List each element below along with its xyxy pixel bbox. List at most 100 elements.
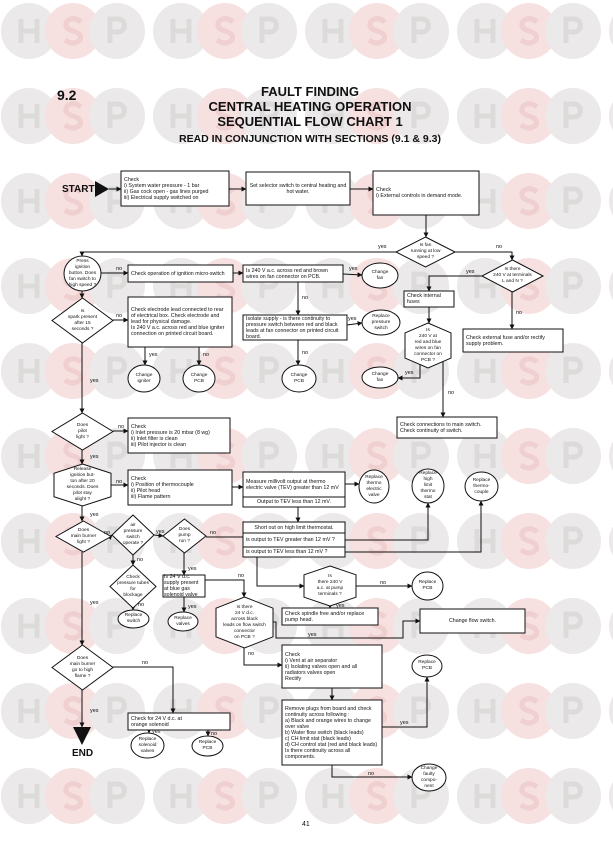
pilot-light-decision-shape xyxy=(51,412,114,451)
watermark-logo xyxy=(349,428,405,484)
branch-label-no: no xyxy=(380,580,387,586)
branch-label-no: no xyxy=(142,660,149,666)
watermark-logo xyxy=(153,3,209,59)
watermark-logo xyxy=(305,3,361,59)
branch-label-no: no xyxy=(118,424,125,430)
change-pcb-node: Change PCB xyxy=(290,372,308,384)
watermark-logo xyxy=(305,768,361,824)
branch-label-yes: yes xyxy=(336,603,345,609)
watermark-logo xyxy=(45,683,101,739)
watermark-logo xyxy=(501,513,557,569)
watermark-logo xyxy=(1,428,57,484)
branch-label-no: no xyxy=(116,266,123,272)
watermark-logo xyxy=(45,768,101,824)
replace-thermocouple-node: Replace thermo- couple xyxy=(472,477,491,495)
main-burner-decision-shape xyxy=(54,520,113,553)
watermark-logo xyxy=(1,683,57,739)
change-pcb-node-shape xyxy=(182,364,216,393)
branch-label-yes: yes xyxy=(188,566,197,572)
watermark-logo xyxy=(89,88,145,144)
replace-tev-node-shape xyxy=(358,469,390,504)
watermark-logo xyxy=(501,173,557,229)
replace-solenoid-valves-node-shape xyxy=(130,732,165,759)
watermark-logo xyxy=(457,428,513,484)
branch-label-no: no xyxy=(302,350,309,356)
start-label: START xyxy=(62,184,95,195)
watermark-logo xyxy=(1,88,57,144)
pressure-tubes-decision-shape xyxy=(109,564,157,609)
watermark-logo xyxy=(609,526,613,556)
spindle-check-box-shape xyxy=(281,607,379,626)
air-pressure-switch-decision-shape xyxy=(111,514,155,556)
thermocouple-check-box-shape xyxy=(127,469,233,506)
change-fan-node: Change fan xyxy=(371,371,389,383)
watermark-logo xyxy=(545,258,601,314)
change-fan-node: Change fan xyxy=(371,269,389,281)
watermark-logo xyxy=(305,428,361,484)
branch-label-no: no xyxy=(116,313,123,319)
connector-arrow xyxy=(113,666,176,714)
external-fuse-box: Check external fuse and/or rectify suppl… xyxy=(466,334,545,347)
watermark-logo xyxy=(457,88,513,144)
replace-pcb-node: Replace PCB xyxy=(198,740,217,751)
thermocouple-check-box: Check i) Position of thermocouple ii) Pi… xyxy=(131,475,194,500)
tev-less-row-shape xyxy=(242,546,346,558)
solenoid-24v-box-shape xyxy=(162,574,206,598)
page-title-line2: CENTRAL HEATING OPERATION xyxy=(208,99,412,114)
watermark-logo xyxy=(609,441,613,471)
branch-label-no: no xyxy=(138,602,145,608)
pilot-stay-alight-decision: Release ignition but- ton after 20 secon… xyxy=(66,467,99,502)
electrode-check-box-shape xyxy=(127,296,233,348)
watermark-logo xyxy=(241,343,297,399)
branch-label-yes: yes xyxy=(466,269,475,275)
watermark-logo xyxy=(609,781,613,811)
watermark-logo xyxy=(609,611,613,641)
branch-label-yes: yes xyxy=(349,266,358,272)
tev-less-row-shape xyxy=(242,496,346,508)
watermark-logo xyxy=(349,88,405,144)
watermark-logo xyxy=(501,3,557,59)
flow-switch-24v-decision-shape xyxy=(215,596,274,649)
replace-pcb-node-shape xyxy=(191,735,224,757)
watermark-logo xyxy=(241,768,297,824)
watermark-logo xyxy=(609,101,613,131)
watermark-logo xyxy=(197,3,253,59)
branch-label-yes: yes xyxy=(308,632,317,638)
connector-arrow xyxy=(79,251,396,257)
watermark-logo xyxy=(89,768,145,824)
micro-switch-box: Check operation of ignition micro-switch xyxy=(131,270,225,277)
replace-high-limit-node-shape xyxy=(411,468,445,504)
external-controls-box-shape xyxy=(372,170,480,216)
replace-tev-node: Replace thermo electric valve xyxy=(365,474,383,498)
watermark-logo xyxy=(197,88,253,144)
ignition-button-decision-shape xyxy=(63,255,102,292)
main-burner-decision: Does main burner light ? xyxy=(70,527,97,545)
watermark-logo xyxy=(241,428,297,484)
branch-label-no: no xyxy=(210,530,217,536)
micro-switch-box-shape xyxy=(127,264,234,283)
watermark-logo xyxy=(89,3,145,59)
inlet-check-box: Check i) Inlet pressure is 20 mbar (8 wg… xyxy=(131,423,210,448)
branch-label-yes: yes xyxy=(90,378,99,384)
branch-label-yes: yes xyxy=(156,529,165,535)
change-flow-switch-box: Change flow switch. xyxy=(448,618,497,624)
connector-arrow xyxy=(455,251,515,261)
connector-arrow xyxy=(426,275,482,292)
page-number: 41 xyxy=(302,821,310,828)
replace-switch-node: Replace switch xyxy=(124,613,143,624)
page-subtitle: READ IN CONJUNCTION WITH SECTIONS (9.1 &… xyxy=(179,133,441,145)
watermark-logo xyxy=(545,428,601,484)
watermark-logo xyxy=(545,173,601,229)
fan-low-speed-decision-shape xyxy=(394,236,457,268)
watermark-logo xyxy=(545,88,601,144)
pump-240v-decision: Is there 240 V a.c. at pump terminals ? xyxy=(316,574,344,597)
check-supply-box-shape xyxy=(120,170,230,207)
watermark-logo xyxy=(609,271,613,301)
terminals-240v-decision-shape xyxy=(480,259,545,293)
terminals-240v-decision: Is there 240 V at terminals L and N ? xyxy=(493,267,532,284)
watermark-logo xyxy=(45,3,101,59)
watermark-logo xyxy=(545,768,601,824)
check-supply-box: Check i) System water pressure - 1 bar i… xyxy=(124,176,209,201)
external-controls-box: Check i) External controls in demand mod… xyxy=(376,187,463,199)
